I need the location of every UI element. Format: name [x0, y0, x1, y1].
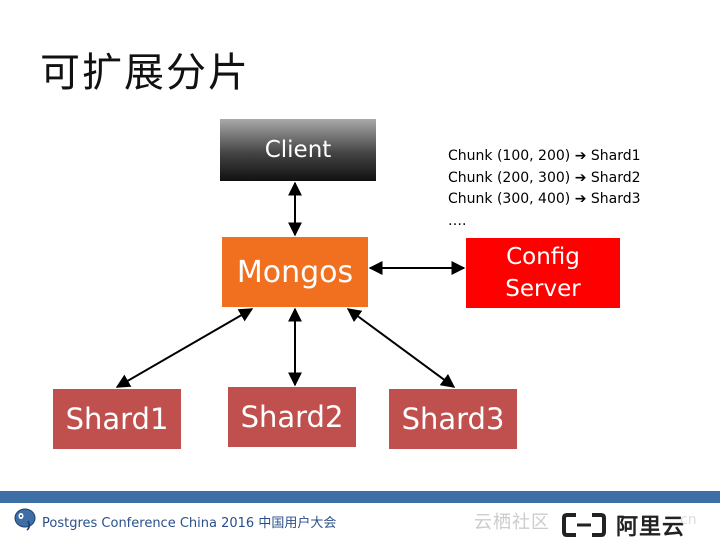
shard3-label: Shard3 [401, 402, 505, 436]
postgres-elephant-icon [14, 508, 36, 531]
chunk-target: Shard1 [590, 148, 641, 164]
chunk-range: Chunk (300, 400) [448, 191, 571, 207]
watermark-text: 云栖社区 [474, 512, 550, 533]
shard2-node: Shard2 [228, 387, 356, 447]
chunk-range: Chunk (200, 300) [448, 169, 571, 186]
chunk-mapping: Chunk (100, 200) ➔ Shard1 Chunk (200, 30… [448, 146, 641, 232]
aliyun-bracket-icon [562, 513, 606, 537]
right-arrow-icon: ➔ [574, 191, 587, 207]
chunk-target: Shard3 [590, 191, 641, 207]
right-arrow-icon: ➔ [574, 169, 587, 186]
chunk-range: Chunk (100, 200) [448, 148, 571, 164]
arrow-mongos-shard1 [115, 308, 254, 388]
conference-label: Postgres Conference China 2016 中国用户大会 [42, 516, 337, 531]
chunk-row: Chunk (100, 200) ➔ Shard1 [448, 146, 641, 168]
chunk-ellipsis: …. [448, 212, 467, 229]
shard3-node: Shard3 [389, 389, 517, 449]
shard1-node: Shard1 [53, 389, 181, 449]
watermark-suffix: cn [680, 512, 697, 528]
client-label: Client [264, 137, 332, 163]
aliyun-logo: 阿里云 [562, 509, 685, 541]
client-node: Client [220, 119, 376, 181]
slide-title: 可扩展分片 [40, 50, 250, 96]
arrow-mongos-shard3 [346, 308, 456, 388]
config-server-node: Config Server [466, 238, 620, 308]
mongos-node: Mongos [222, 237, 368, 307]
shard1-label: Shard1 [65, 402, 169, 436]
footer-bar [0, 491, 720, 503]
right-arrow-icon: ➔ [574, 148, 587, 164]
chunk-row: Chunk (300, 400) ➔ Shard3 [448, 189, 641, 211]
config-label-line1: Config [506, 244, 580, 270]
config-label-line2: Server [505, 276, 581, 302]
mongos-label: Mongos [236, 254, 354, 290]
shard2-label: Shard2 [240, 400, 344, 434]
chunk-target: Shard2 [590, 169, 641, 186]
aliyun-brand: 阿里云 [616, 515, 686, 540]
chunk-row: Chunk (200, 300) ➔ Shard2 [448, 168, 641, 190]
